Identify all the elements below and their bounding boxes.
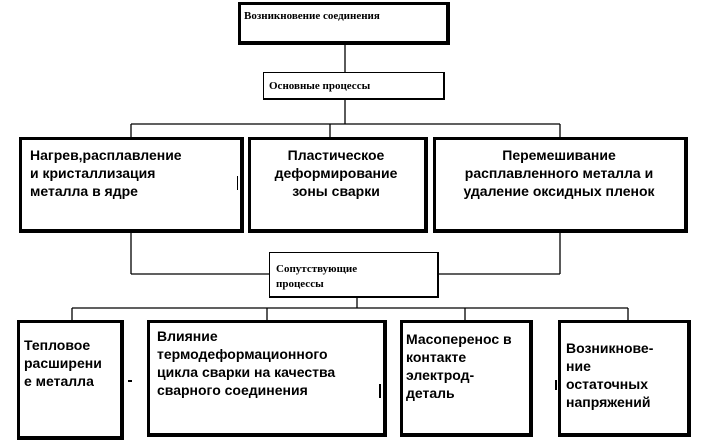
main-process-label-3: Перемешивание расплавленного металла и у… [463,147,655,199]
secondary-process-box-2 [147,320,387,437]
main-process-box-2 [248,137,428,233]
secondary-group-label: Сопутствующие процессы [276,263,358,290]
scan-artifact-mark [379,384,381,398]
main-process-box-3 [433,137,688,233]
secondary-process-label-4: Возникнове- ние остаточных напряжений [566,340,654,410]
main-group-node [263,72,445,100]
main-process-label-2: Пластическое деформирование зоны сварки [274,147,398,199]
secondary-process-label-2: Влияние термодеформационного цикла сварк… [157,328,336,398]
main-process-box-1 [19,137,244,233]
main-process-label-1: Нагрев,расплавление и кристаллизация мет… [30,147,182,199]
scan-artifact-mark [555,380,557,390]
secondary-process-box-4 [558,320,691,437]
secondary-group-node [269,252,439,298]
top-node [238,2,450,45]
scan-artifact-mark [128,380,132,382]
secondary-process-label-3: Масоперенос в контакте электрод- деталь [406,331,512,401]
secondary-process-box-1 [17,320,124,440]
secondary-process-label-1: Тепловое расширени е металла [24,337,102,389]
top-node-label: Возникновение соединения [244,10,380,22]
secondary-process-box-3 [400,320,533,437]
main-group-label: Основные процессы [269,80,371,92]
scan-artifact-mark [237,176,238,190]
